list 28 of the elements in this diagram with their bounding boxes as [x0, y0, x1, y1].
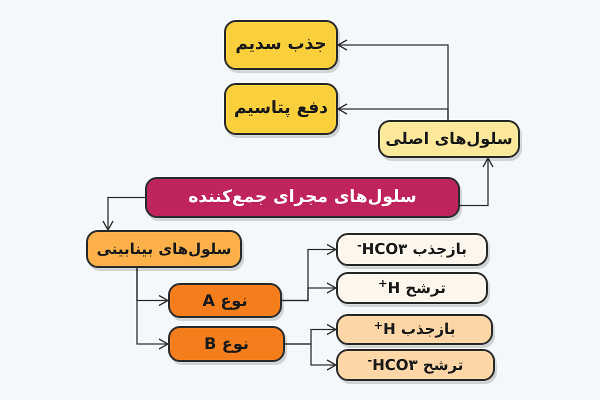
process-box [224, 83, 338, 135]
arrow [285, 343, 337, 371]
node-label: نوع B [204, 333, 249, 355]
process-box [168, 283, 282, 318]
node-label: ترشح HCO۳$^{-}$ [368, 354, 464, 376]
node-label: جذب سدیم [235, 33, 327, 56]
node-label: سلول‌های مجرای جمع‌کننده [188, 186, 417, 209]
arrow [282, 282, 337, 302]
node-label: سلول‌های اصلی [385, 128, 513, 150]
process-box [378, 120, 520, 158]
node-label: بازجذب H$^{+}$ [374, 318, 456, 340]
process-box [336, 314, 493, 345]
node-label: ترشح H$^{+}$ [378, 276, 446, 299]
arrow [460, 157, 494, 206]
arrow [102, 196, 145, 231]
process-box [336, 272, 488, 304]
process-box [168, 326, 285, 362]
process-box [145, 177, 460, 218]
node-label: نوع A [202, 290, 248, 312]
process-box [86, 230, 242, 268]
arrow [136, 268, 169, 350]
process-box [224, 20, 338, 70]
arrow [337, 103, 449, 120]
process-box [336, 349, 495, 381]
node-label: سلول‌های بینابینی [96, 238, 232, 260]
node-label: دفع پتاسیم [234, 97, 328, 120]
process-box [336, 233, 488, 266]
node-label: بازجذب HCO۳$^{-}$ [357, 238, 467, 260]
